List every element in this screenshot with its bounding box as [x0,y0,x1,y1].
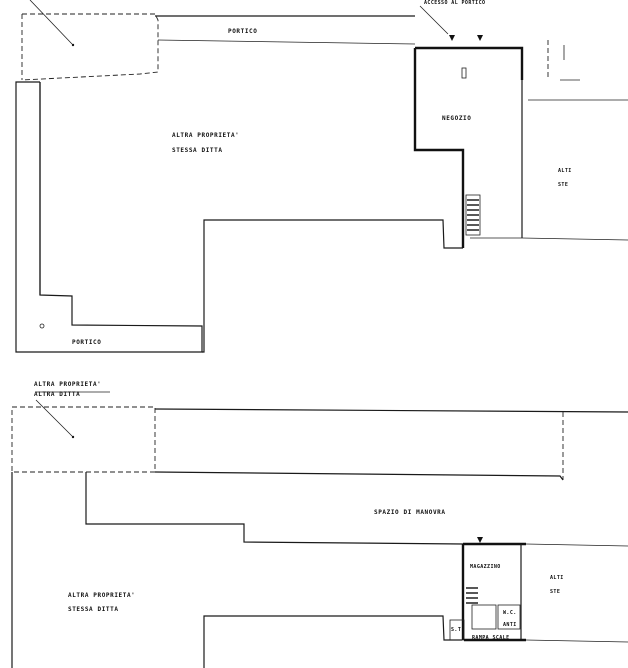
column [461,67,467,79]
inner-boundary-bottom [203,615,462,668]
leader-dot [71,43,75,47]
stair-hatch-bottom [466,587,478,604]
neighbor-left-label-line2: STESSA DITTA [68,606,119,613]
neighbor-top-label-line1: ALTRA PROPRIETA' [34,381,101,388]
wc-room [471,604,497,630]
anti-room [497,604,521,630]
access-leader [419,5,449,35]
right-label-bottom-line2: STE [550,589,560,595]
warehouse-label: MAGAZZINO [470,564,501,570]
portico-top-label: PORTICO [228,28,258,35]
shop-left-wall [413,48,465,248]
access-marker-2 [477,35,483,41]
stair-hatch [467,199,479,231]
inner-boundary [202,219,463,353]
neighbor-left-label-line1: ALTRA PROPRIETA' [68,592,135,599]
neighbor-top-label-line2: ALTRA DITTA [34,391,80,398]
right-label-line2: STE [558,182,568,188]
shop-label: NEGOZIO [442,115,472,122]
left-outline [15,81,203,353]
bottom-plan: ALTRA PROPRIETA' ALTRA DITTA SPAZIO DI M… [11,381,628,668]
neighbor-label-line1: ALTRA PROPRIETA' [172,132,239,139]
neighbor-block-dashed-bottom [11,406,156,473]
maneuver-label: SPAZIO DI MANOVRA [374,509,446,516]
warehouse-access-marker [477,537,483,543]
right-label-line1: ALTI [558,168,572,174]
maneuver-boundary [85,472,464,545]
leader-line-bottom [35,399,73,437]
ramp-label: RAMPA SCALE [472,635,510,641]
shop-top-wall [415,46,524,80]
wc-label: W.C. [503,610,517,616]
leader-line-top-left [29,0,73,45]
portico-bottom-label: PORTICO [72,339,102,346]
portico-access-label: ACCESSO AL PORTICO [424,0,485,6]
right-label-bottom-line1: ALTI [550,575,564,581]
small-label: S.T. [451,627,465,633]
top-plan: PORTICO ACCESSO AL PORTICO NEGOZIO ALTRA… [15,0,628,353]
anti-label: ANTI [503,622,517,628]
neighbor-block-dashed [21,13,159,81]
portico-bottom-edge [157,39,416,45]
access-marker-1 [449,35,455,41]
neighbor-label-line2: STESSA DITTA [172,147,223,154]
